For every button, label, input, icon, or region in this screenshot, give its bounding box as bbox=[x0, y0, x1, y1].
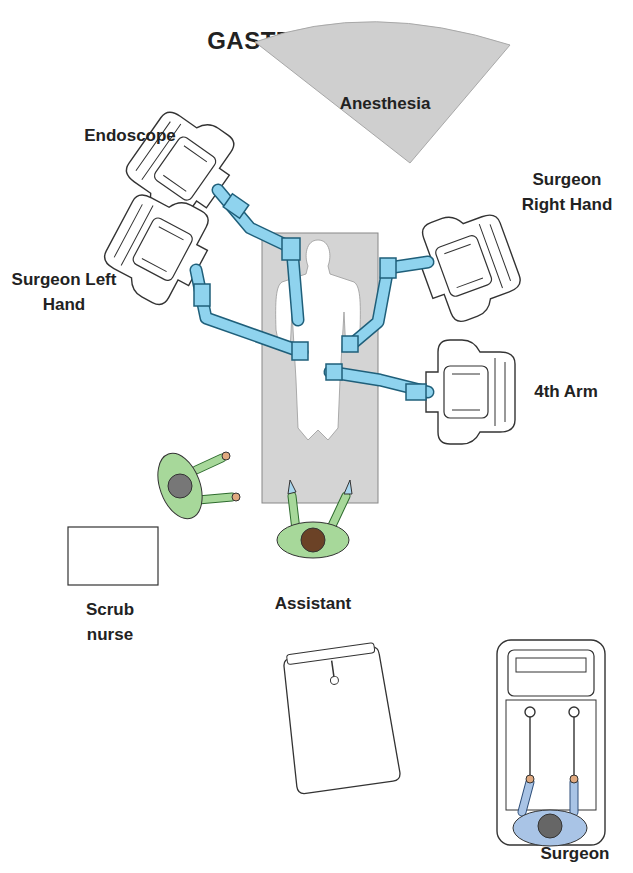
staff-label: Assistant bbox=[258, 592, 368, 617]
staff-label: Surgeon bbox=[525, 842, 625, 867]
staff-label: Scrub nurse bbox=[65, 598, 155, 647]
anesthesia-zone: Anesthesia bbox=[255, 38, 515, 166]
arm-label: Endoscope bbox=[65, 124, 195, 149]
arm-label: Surgeon Left Hand bbox=[6, 268, 122, 317]
arm-label: Surgeon Right Hand bbox=[509, 168, 625, 217]
zone-label: Anesthesia bbox=[255, 94, 515, 114]
arm-label: 4th Arm bbox=[516, 380, 616, 405]
